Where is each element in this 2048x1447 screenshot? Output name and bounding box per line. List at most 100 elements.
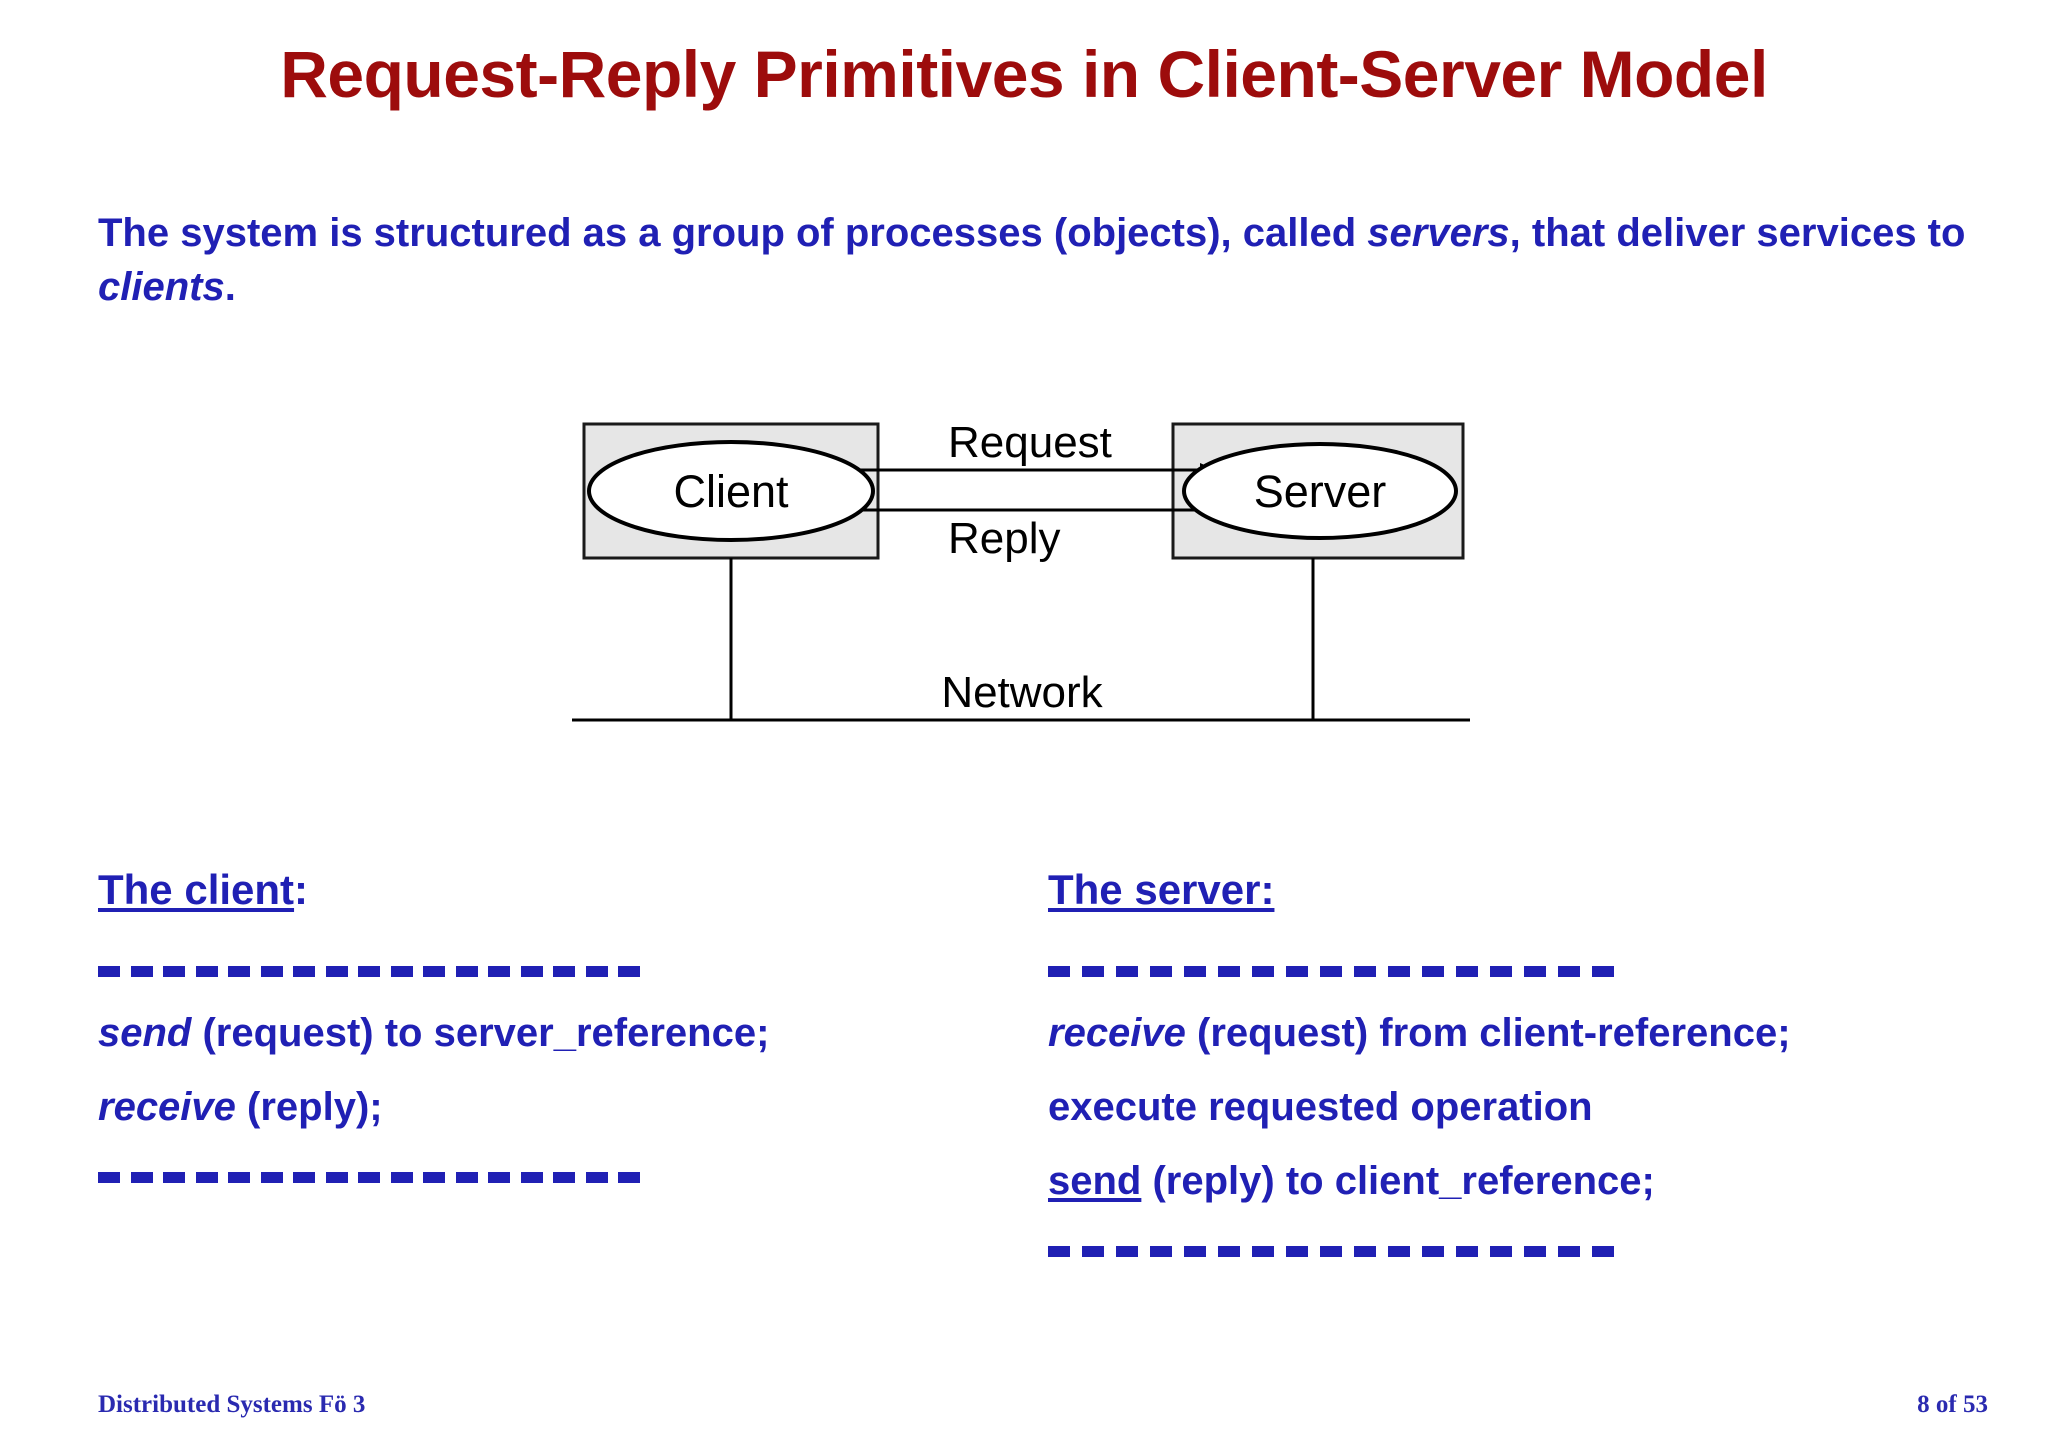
server-code-line-send: send (reply) to client_reference; xyxy=(1048,1156,2008,1206)
divider-dash xyxy=(1320,1246,1342,1257)
divider-dash xyxy=(325,966,348,977)
footer-course-label: Distributed Systems Fö 3 xyxy=(98,1391,366,1418)
divider-dash xyxy=(1320,966,1342,977)
divider-dash xyxy=(1490,966,1512,977)
divider-dash xyxy=(1354,966,1376,977)
divider-dash xyxy=(423,966,445,977)
divider-dash xyxy=(390,966,413,977)
divider-dash xyxy=(163,1172,185,1183)
client-ellipse xyxy=(587,440,875,542)
page-title: Request-Reply Primitives in Client-Serve… xyxy=(280,37,1768,111)
divider-dash xyxy=(1388,966,1410,977)
divider-dash xyxy=(1422,966,1444,977)
divider-dash xyxy=(520,1172,543,1183)
client-receive-rest: (reply); xyxy=(235,1085,383,1129)
divider-dash xyxy=(1592,1246,1614,1257)
divider-dash xyxy=(488,1172,510,1183)
divider-dash xyxy=(1150,966,1172,977)
network-label: Network xyxy=(941,668,1103,717)
divider-dash xyxy=(1184,1246,1206,1257)
divider-dash xyxy=(553,1172,575,1183)
server-column-heading: The server: xyxy=(1048,866,2008,914)
divider-dash xyxy=(130,1172,153,1183)
divider-dash xyxy=(455,966,478,977)
divider-dash xyxy=(423,1172,445,1183)
divider-dash xyxy=(1184,966,1206,977)
client-code-column: The client: send (request) to server_ref… xyxy=(98,866,978,1214)
divider-dash xyxy=(553,966,575,977)
divider-dash xyxy=(1558,966,1580,977)
reply-label: Reply xyxy=(948,514,1061,563)
divider-dash xyxy=(260,966,283,977)
server-receive-rest: (request) from client-reference; xyxy=(1185,1011,1791,1055)
server-label: Server xyxy=(1254,466,1387,517)
server-divider-bottom xyxy=(1048,1230,2008,1276)
intro-italic-servers: servers xyxy=(1367,211,1510,255)
client-divider-top xyxy=(98,950,978,996)
divider-dash xyxy=(1286,1246,1308,1257)
divider-dash xyxy=(228,1172,250,1183)
divider-dash xyxy=(1218,1246,1240,1257)
server-execute-text: execute requested operation xyxy=(1048,1085,1593,1129)
client-code-line-send: send (request) to server_reference; xyxy=(98,1008,978,1058)
server-send-rest: (reply) to client_reference; xyxy=(1141,1159,1655,1203)
client-column-heading: The client: xyxy=(98,866,978,914)
server-ellipse xyxy=(1182,442,1458,540)
client-heading-colon: : xyxy=(294,866,309,913)
divider-dash xyxy=(195,966,218,977)
divider-dash xyxy=(618,966,640,977)
divider-dash xyxy=(293,1172,315,1183)
client-label: Client xyxy=(673,466,789,517)
divider-dash xyxy=(390,1172,413,1183)
divider-dash xyxy=(455,1172,478,1183)
divider-dash xyxy=(325,1172,348,1183)
intro-text-part2: , that deliver services to xyxy=(1509,211,1966,255)
divider-dash xyxy=(1116,1246,1138,1257)
divider-dash xyxy=(130,966,153,977)
client-send-rest: (request) to server_reference; xyxy=(191,1011,770,1055)
divider-dash xyxy=(1456,966,1478,977)
intro-text-part3: . xyxy=(224,265,236,309)
divider-dash xyxy=(1592,966,1614,977)
divider-dash xyxy=(1456,1246,1478,1257)
divider-dash xyxy=(195,1172,218,1183)
intro-italic-clients: clients xyxy=(98,265,225,309)
divider-dash xyxy=(1286,966,1308,977)
request-label: Request xyxy=(948,418,1112,467)
divider-dash xyxy=(1354,1246,1376,1257)
client-server-diagram: Client Server Request Reply Network xyxy=(0,395,2048,745)
divider-dash xyxy=(1524,1246,1546,1257)
footer-page-number: 8 of 53 xyxy=(1917,1391,1988,1418)
server-code-column: The server: receive (request) from clien… xyxy=(1048,866,2008,1288)
divider-dash xyxy=(1388,1246,1410,1257)
server-code-line-execute: execute requested operation xyxy=(1048,1082,2008,1132)
divider-dash xyxy=(293,966,315,977)
divider-dash xyxy=(1558,1246,1580,1257)
divider-dash xyxy=(488,966,510,977)
divider-dash xyxy=(1252,1246,1274,1257)
client-divider-bottom xyxy=(98,1156,978,1202)
divider-dash xyxy=(585,1172,608,1183)
client-send-keyword: send xyxy=(98,1011,192,1055)
server-receive-keyword: receive xyxy=(1048,1011,1186,1055)
divider-dash xyxy=(585,966,608,977)
divider-dash xyxy=(228,966,250,977)
divider-dash xyxy=(1422,1246,1444,1257)
divider-dash xyxy=(260,1172,283,1183)
divider-dash xyxy=(1082,1246,1104,1257)
divider-dash xyxy=(1524,966,1546,977)
intro-text-part1: The system is structured as a group of p… xyxy=(98,211,1368,255)
divider-dash xyxy=(618,1172,640,1183)
divider-dash xyxy=(520,966,543,977)
divider-dash xyxy=(1048,1246,1070,1257)
divider-dash xyxy=(358,1172,380,1183)
client-receive-keyword: receive xyxy=(98,1085,236,1129)
divider-dash xyxy=(98,966,120,977)
server-send-keyword: send xyxy=(1048,1159,1142,1203)
divider-dash xyxy=(1116,966,1138,977)
client-heading-underlined: The client xyxy=(98,866,295,913)
divider-dash xyxy=(358,966,380,977)
divider-dash xyxy=(1150,1246,1172,1257)
server-code-line-receive: receive (request) from client-reference; xyxy=(1048,1008,2008,1058)
